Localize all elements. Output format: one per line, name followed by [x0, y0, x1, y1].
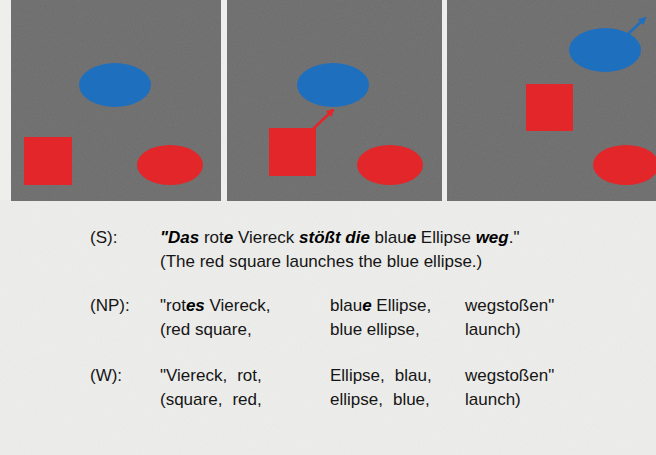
caption-text: blau — [330, 296, 362, 316]
text-line: (The red square launches the blue ellips… — [160, 252, 482, 272]
caption-text: launch) — [465, 390, 521, 410]
caption-text: Ellipse, — [330, 366, 385, 386]
caption-text: (NP): — [90, 296, 130, 316]
caption-text: (square, — [160, 390, 222, 410]
text-line: blue ellipse, — [330, 320, 420, 340]
blue-ellipse — [79, 63, 151, 107]
text-line: Ellipse, blau, — [330, 366, 432, 386]
motion-arrow — [312, 110, 333, 130]
text-line: (W): — [90, 366, 122, 386]
red-square — [269, 128, 316, 176]
caption-text: "Viereck, — [160, 366, 227, 386]
emphasis-text: e — [224, 228, 233, 248]
caption-text: wegstoßen" — [465, 366, 554, 386]
caption-text: Viereck — [238, 228, 294, 248]
emphasis-text: e — [407, 228, 416, 248]
text-line: "rotesViereck, — [160, 296, 271, 316]
emphasis-text: e — [362, 296, 371, 316]
caption-text: blau — [375, 228, 407, 248]
caption-text: rot — [204, 228, 224, 248]
text-line: launch) — [465, 320, 521, 340]
text-line: "DasroteViereckstößt dieblaueEllipseweg.… — [160, 228, 519, 248]
caption-text: red, — [232, 390, 261, 410]
emphasis-text: weg — [476, 228, 509, 248]
caption-text: blue, — [393, 390, 430, 410]
text-line: ellipse, blue, — [330, 390, 430, 410]
text-line: "Viereck, rot, — [160, 366, 262, 386]
caption-text: wegstoßen" — [465, 296, 554, 316]
scene-panel — [227, 0, 442, 201]
caption-text: Ellipse, — [376, 296, 431, 316]
text-line: wegstoßen" — [465, 296, 554, 316]
caption-text: blau, — [395, 366, 432, 386]
caption-text: rot, — [237, 366, 262, 386]
red-square — [526, 84, 573, 131]
caption-text: ellipse, — [330, 390, 383, 410]
text-ground — [0, 200, 656, 455]
caption-text: blue ellipse, — [330, 320, 420, 340]
text-line: (NP): — [90, 296, 130, 316]
text-line: (red square, — [160, 320, 252, 340]
caption-text: ." — [509, 228, 520, 248]
caption-text: "rot — [160, 296, 186, 316]
emphasis-text: "Das — [160, 228, 199, 248]
red-ellipse — [137, 145, 203, 185]
red-square — [24, 137, 72, 185]
text-line: blaueEllipse, — [330, 296, 431, 316]
caption-text: Ellipse — [421, 228, 471, 248]
caption-text: (W): — [90, 366, 122, 386]
caption-text: (S): — [90, 228, 117, 248]
caption-text: (The red square launches the blue ellips… — [160, 252, 482, 272]
text-line: (square, red, — [160, 390, 262, 410]
caption-text: (red square, — [160, 320, 252, 340]
caption-text: Viereck, — [209, 296, 270, 316]
text-line: launch) — [465, 390, 521, 410]
text-line: (S): — [90, 228, 117, 248]
caption-text: launch) — [465, 320, 521, 340]
emphasis-text: es — [186, 296, 205, 316]
scene-panel — [11, 0, 221, 201]
red-ellipse — [593, 145, 656, 185]
blue-ellipse — [569, 28, 641, 72]
motion-arrow — [628, 18, 645, 34]
blue-ellipse — [297, 63, 369, 107]
emphasis-text: stößt die — [299, 228, 370, 248]
red-ellipse — [357, 145, 423, 185]
text-line: wegstoßen" — [465, 366, 554, 386]
